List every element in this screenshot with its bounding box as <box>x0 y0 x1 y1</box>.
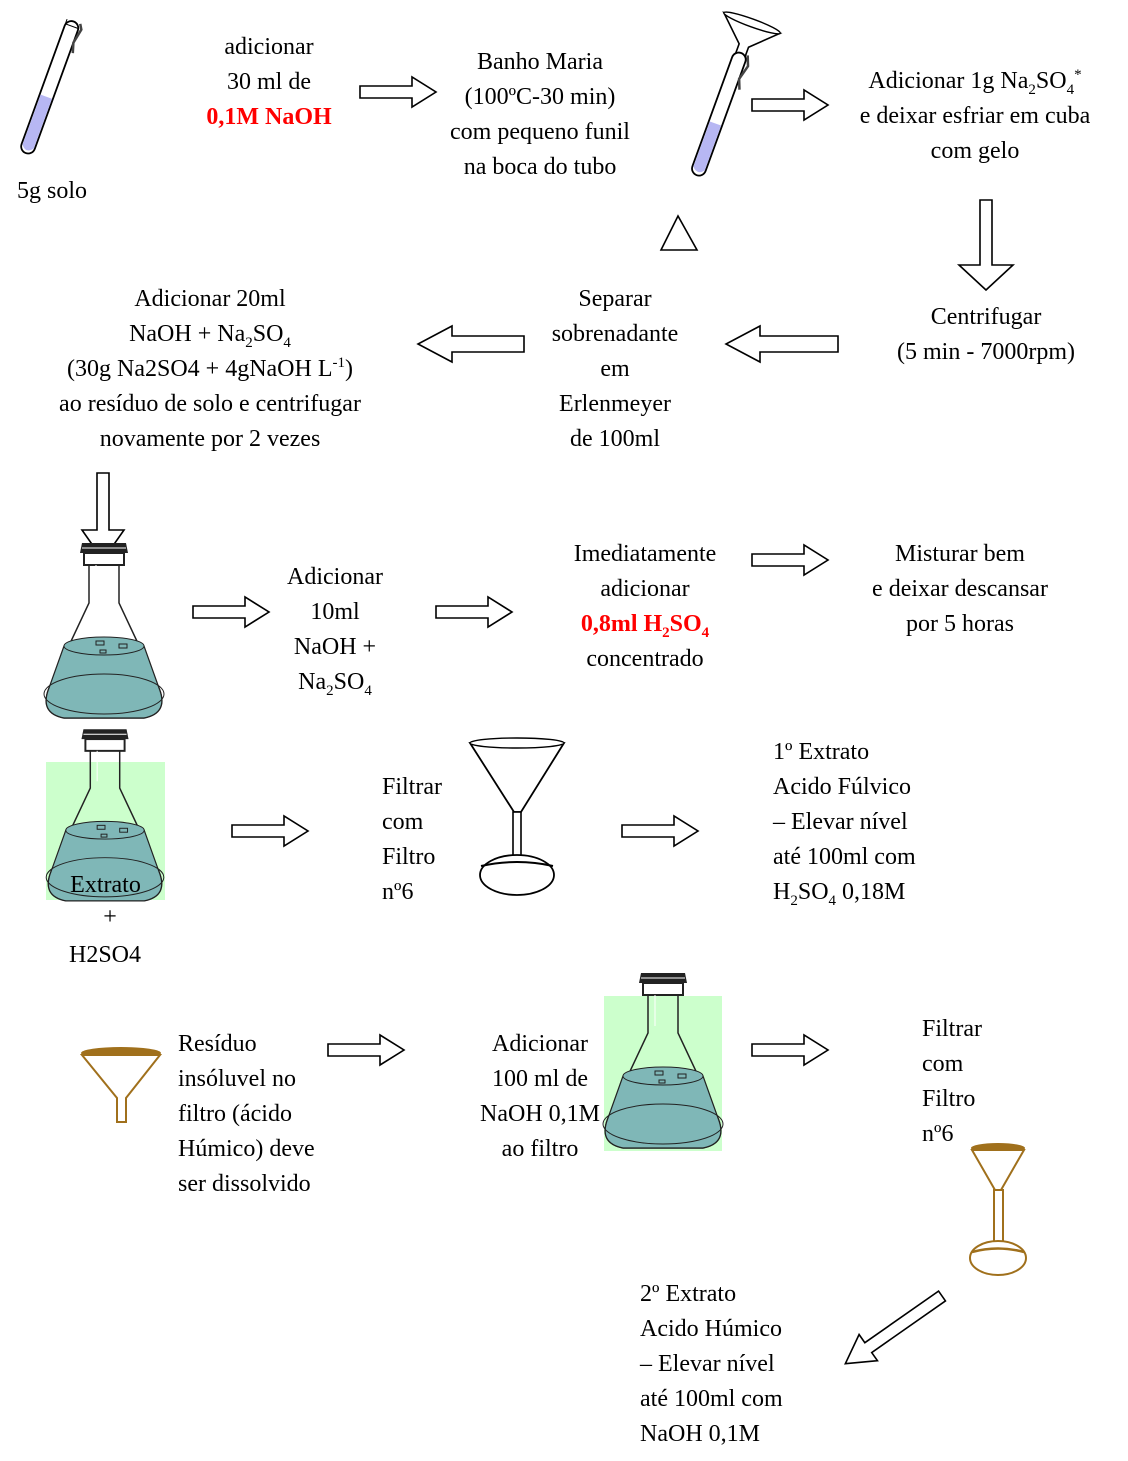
add-100ml-step: Adicionar 100 ml de NaOH 0,1M ao filtro <box>440 1027 640 1167</box>
arrow-diagonal-icon <box>844 1289 947 1365</box>
text-line: adicionar <box>600 576 690 602</box>
highlight-reagent: 0,8ml H2SO4 <box>580 611 710 641</box>
centrifugar-step: Centrifugar (5 min - 7000rpm) <box>850 300 1122 370</box>
add-naoh-step: adicionar 30 ml de 0,1M NaOH <box>180 30 358 135</box>
arrow-right-icon <box>435 596 513 628</box>
text-line: por 5 horas <box>906 611 1014 637</box>
text-line: filtro (ácido <box>178 1101 292 1127</box>
text-line: NaOH + Na2SO4 <box>129 321 291 351</box>
text-line: até 100ml com <box>773 844 916 870</box>
text-line: Acido Fúlvico <box>773 774 911 800</box>
text-line: Adicionar <box>287 564 383 590</box>
highlight-reagent: 0,1M NaOH <box>206 104 332 130</box>
funnel-filter-icon <box>468 737 566 896</box>
text-line: Na2SO4 <box>298 669 372 699</box>
text-line: H2SO4 0,18M <box>773 879 906 909</box>
text-line: de 100ml <box>570 426 660 452</box>
text-line: nº6 <box>382 879 414 905</box>
text-line: NaOH 0,1M <box>480 1101 600 1127</box>
flask-icon <box>43 542 165 719</box>
text-line: e deixar esfriar em cuba <box>859 103 1091 129</box>
arrow-right-icon <box>621 815 699 847</box>
filtrar-step: Filtrar com Filtro nº6 <box>382 770 472 910</box>
arrow-left-icon <box>416 324 525 364</box>
extrato2-result: 2º Extrato Acido Húmico – Elevar nível a… <box>640 1277 840 1452</box>
text-line: nº6 <box>922 1121 954 1147</box>
text-line: – Elevar nível <box>640 1351 775 1377</box>
test-tube-funnel-icon <box>691 11 783 177</box>
test-tube-icon <box>20 18 83 155</box>
text-line: Erlenmeyer <box>559 391 671 417</box>
text-line: Filtrar <box>382 774 442 800</box>
text-line: NaOH 0,1M <box>640 1421 760 1447</box>
arrow-right-icon <box>751 544 829 576</box>
text-line: e deixar descansar <box>872 576 1048 602</box>
text-line: concentrado <box>586 646 704 672</box>
text-line: Centrifugar <box>930 304 1042 330</box>
text-line: Filtro <box>922 1086 976 1112</box>
text-line: Filtro <box>382 844 436 870</box>
text-line: insóluvel no <box>178 1066 296 1092</box>
misturar-step: Misturar bem e deixar descansar por 5 ho… <box>840 537 1080 642</box>
h2so4-label: H2SO4 <box>68 942 141 968</box>
text-line: Resíduo <box>178 1031 257 1057</box>
add-20ml-step: Adicionar 20ml NaOH + Na2SO4 (30g Na2SO4… <box>10 282 410 462</box>
text-line: Imediatamente <box>573 541 717 567</box>
text-line: Adicionar <box>492 1031 588 1057</box>
text-line: Acido Húmico <box>640 1316 782 1342</box>
text-line: (30g Na2SO4 + 4gNaOH L-1) <box>67 355 353 383</box>
add-na2so4-step: Adicionar 1g Na2SO4* e deixar esfriar em… <box>830 64 1120 169</box>
text-line: Adicionar 1g Na2SO4* <box>868 67 1082 98</box>
text-line: ser dissolvido <box>178 1171 311 1197</box>
banho-maria-step: Banho Maria (100ºC-30 min) com pequeno f… <box>420 45 660 185</box>
arrow-right-icon <box>751 1034 829 1066</box>
arrow-right-icon <box>751 89 829 121</box>
arrow-down-icon <box>956 199 1016 292</box>
add-10ml-step: Adicionar 10ml NaOH + Na2SO4 <box>270 560 400 704</box>
text-line: com <box>922 1051 964 1077</box>
arrow-left-icon <box>724 324 839 364</box>
text-line: com gelo <box>930 138 1020 164</box>
imediatamente-step: Imediatamente adicionar 0,8ml H2SO4 conc… <box>545 537 745 677</box>
text-line: com <box>382 809 424 835</box>
text-line: Banho Maria <box>477 49 603 75</box>
text-line: com pequeno funil <box>450 119 630 145</box>
text-line: Húmico) deve <box>178 1136 315 1162</box>
filtrar-step: Filtrar com Filtro nº6 <box>922 1012 1022 1152</box>
text-line: adicionar <box>224 34 314 60</box>
extrato-label: Extrato <box>70 872 141 898</box>
text-line: 1º Extrato <box>773 739 870 765</box>
funnel-filter-icon <box>969 1143 1027 1276</box>
text-line: até 100ml com <box>640 1386 783 1412</box>
text-line: 2º Extrato <box>640 1281 737 1307</box>
text-line: Filtrar <box>922 1016 982 1042</box>
arrow-right-icon <box>231 815 309 847</box>
arrow-right-icon <box>192 596 270 628</box>
text-line: 30 ml de <box>227 69 311 95</box>
text-line: sobrenadante <box>551 321 679 347</box>
text-line: Misturar bem <box>895 541 1025 567</box>
text-line: ao resíduo de solo e centrifugar <box>59 391 361 417</box>
text-line: ao filtro <box>501 1136 579 1162</box>
text-line: 100 ml de <box>492 1066 588 1092</box>
text-line: na boca do tubo <box>463 154 617 180</box>
text-line: NaOH + <box>293 634 377 660</box>
plus-sign: + <box>103 904 117 930</box>
text-line: novamente por 2 vezes <box>99 426 321 452</box>
text-line: 10ml <box>310 599 360 625</box>
extrato1-result: 1º Extrato Acido Fúlvico – Elevar nível … <box>773 735 973 910</box>
separar-step: Separar sobrenadante em Erlenmeyer de 10… <box>520 282 710 462</box>
residuo-step: Resíduo insóluvel no filtro (ácido Húmic… <box>178 1027 348 1202</box>
text-line: Separar <box>578 286 652 312</box>
text-line: em <box>600 356 630 382</box>
triangle-icon <box>659 214 699 251</box>
funnel-icon <box>79 1047 163 1123</box>
text-line: (5 min - 7000rpm) <box>897 339 1075 365</box>
solo-label: 5g solo <box>16 178 87 204</box>
text-line: (100ºC-30 min) <box>464 84 616 110</box>
text-line: Adicionar 20ml <box>134 286 286 312</box>
text-line: – Elevar nível <box>773 809 908 835</box>
